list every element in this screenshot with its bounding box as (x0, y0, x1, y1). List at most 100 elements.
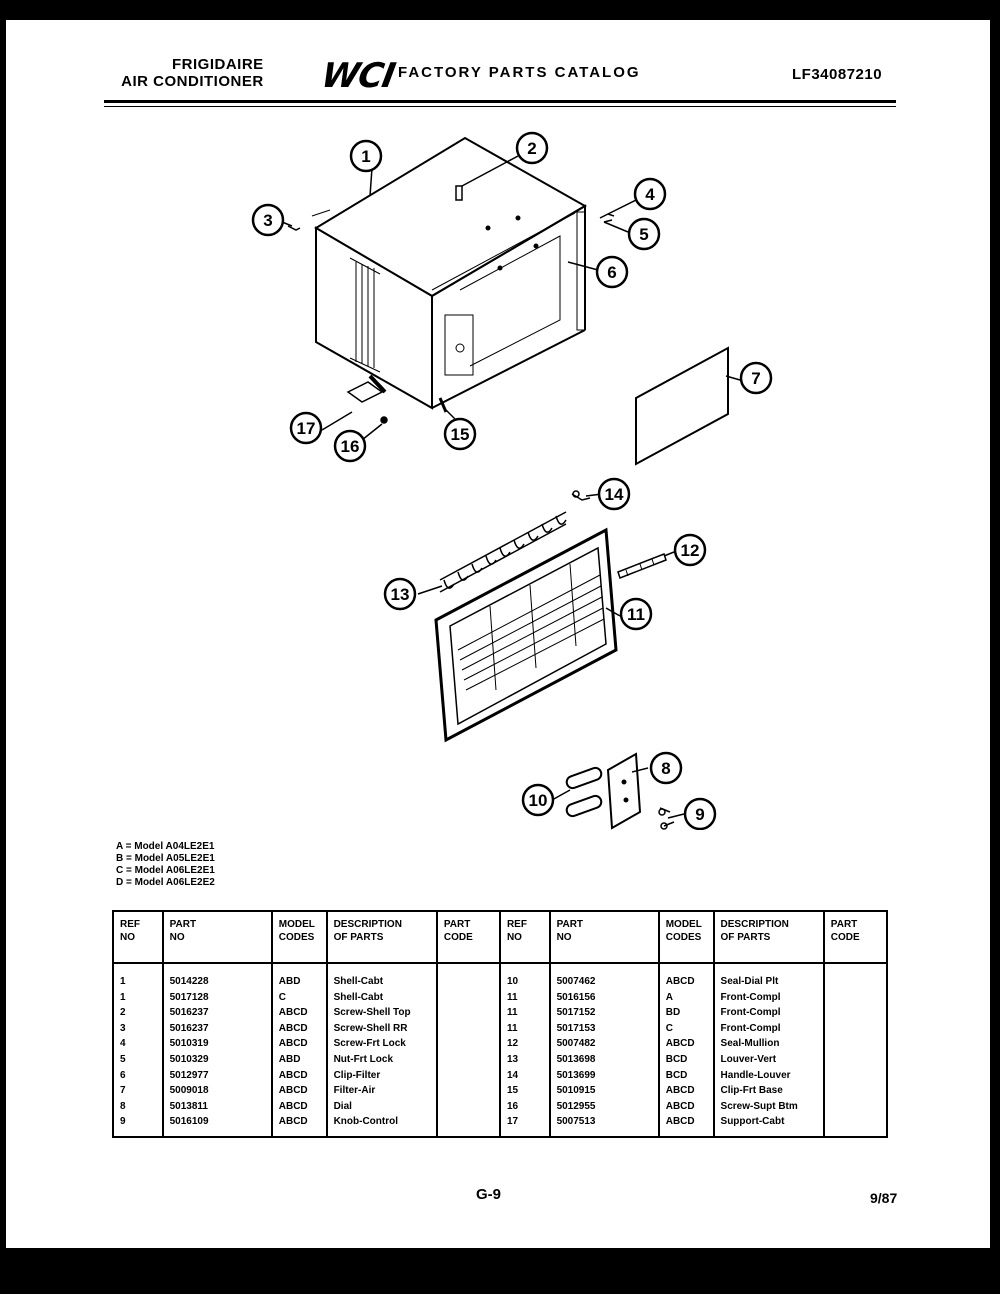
scan-border-top (0, 0, 1000, 20)
header-rule (104, 100, 896, 103)
scan-border-right (990, 0, 1000, 1294)
callout-4-label: 4 (645, 185, 655, 204)
table-cell: 14 (506, 1069, 519, 1081)
table-cell: 5016156 (556, 991, 596, 1003)
table-cell: 5016237 (169, 1007, 209, 1019)
callout-11-label: 11 (627, 605, 645, 624)
table-cell: Shell-Cabt (333, 991, 384, 1003)
table-cell: 5012977 (169, 1069, 209, 1081)
callout-7-circle (739, 361, 773, 395)
table-cell: A (665, 991, 673, 1003)
table-cell: ABD (278, 1053, 301, 1065)
table-cell: Support-Cabt (720, 1116, 785, 1128)
table-cell: BCD (665, 1053, 688, 1065)
table-cell: 11 (506, 1022, 518, 1034)
table-cell: Front-Compl (720, 991, 781, 1003)
model-d: D = Model A06LE2E2 (116, 877, 215, 888)
table-cell: ABCD (278, 1085, 308, 1097)
callout-1-label: 1 (361, 147, 370, 166)
table-cell: Clip-Filter (333, 1069, 381, 1081)
callout-17-circle (289, 411, 323, 445)
catalog-date: 9/87 (870, 1190, 898, 1206)
table-cell: ABCD (278, 1116, 308, 1128)
table-cell: BCD (665, 1069, 688, 1081)
scan-border-bottom (0, 1248, 1000, 1294)
table-cell: ABCD (278, 1069, 308, 1081)
callout-15-label: 15 (451, 425, 470, 444)
table-cell: 5010319 (169, 1038, 209, 1050)
front-grille-drawing (434, 527, 618, 743)
table-cell: Seal-Dial Plt (720, 976, 779, 987)
callout-10-label: 10 (529, 791, 548, 810)
table-cell: 5017153 (556, 1022, 596, 1034)
table-cell: 11 (506, 991, 518, 1003)
callout-16-circle (333, 429, 367, 463)
table-cell: 5017152 (556, 1007, 596, 1019)
table-cell: ABCD (665, 976, 695, 987)
table-cell: 11 (506, 1007, 518, 1019)
model-legend: A = Model A04LE2E1 B = Model A05LE2E1 C … (116, 841, 215, 889)
scan-border-left (0, 0, 6, 1294)
callout-3-circle (251, 203, 285, 237)
pcode-list-left (435, 963, 501, 1137)
brand-line-2: AIR CONDITIONER (121, 73, 264, 90)
pcode-list-right (822, 963, 889, 1137)
cabinet-shell-drawing (311, 136, 587, 413)
table-cell: Nut-Frt Lock (333, 1053, 394, 1065)
table-cell: 5012955 (556, 1100, 596, 1112)
table-cell: 5016109 (169, 1116, 209, 1128)
table-cell: 2 (120, 1007, 126, 1019)
air-filter-drawing (635, 346, 729, 466)
header-rule-thin (104, 106, 896, 107)
callout-17-label: 17 (297, 419, 316, 438)
page-number: G-9 (476, 1186, 502, 1203)
callout-12-circle (673, 533, 707, 567)
table-cell: 5007513 (556, 1116, 596, 1128)
table-cell: ABCD (665, 1085, 695, 1097)
table-cell: Shell-Cabt (333, 976, 384, 987)
callout-6-label: 6 (607, 263, 616, 282)
model-a: A = Model A04LE2E1 (116, 841, 215, 852)
table-cell: 5007462 (556, 976, 596, 987)
callout-2-label: 2 (527, 139, 536, 158)
table-cell: 5017128 (169, 991, 209, 1003)
brand-line-1: FRIGIDAIRE (172, 56, 264, 73)
model-b: B = Model A05LE2E1 (116, 853, 215, 864)
table-cell: C (665, 1022, 673, 1034)
callout-13-label: 13 (391, 585, 410, 604)
callout-2-circle (515, 131, 549, 165)
table-cell: Knob-Control (333, 1116, 399, 1128)
table-cell: Screw-Shell RR (333, 1022, 408, 1034)
table-cell: Dial (333, 1100, 352, 1112)
table-cell: 5013699 (556, 1069, 596, 1081)
table-cell: 4 (120, 1038, 126, 1050)
table-cell: BD (665, 1007, 681, 1019)
table-cell: Handle-Louver (720, 1069, 791, 1081)
callout-9-label: 9 (695, 805, 704, 824)
table-cell: Front-Compl (720, 1022, 781, 1034)
table-cell: 10 (506, 976, 519, 987)
callout-15-circle (443, 417, 477, 451)
callout-14-label: 14 (605, 485, 624, 504)
table-cell: 7 (120, 1085, 126, 1097)
table-cell: Louver-Vert (720, 1053, 777, 1065)
table-cell: 9 (120, 1116, 126, 1128)
table-cell: Clip-Frt Base (720, 1085, 783, 1097)
callout-14-circle (597, 477, 631, 511)
callout-6-circle (595, 255, 629, 289)
table-cell: Screw-Shell Top (333, 1007, 411, 1019)
